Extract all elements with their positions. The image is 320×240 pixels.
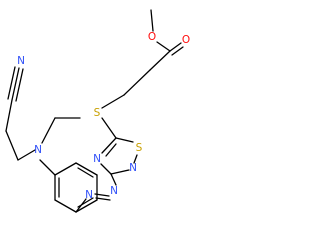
atom-o-carbonyl: O <box>182 34 190 46</box>
bond-methyl-o <box>150 9 154 32</box>
bond-ring-n-c3-double <box>105 143 117 157</box>
bond-chain-ch2-ch2 <box>5 130 19 161</box>
bond-ring-n-c5 <box>110 169 130 175</box>
atom-s-ring: S <box>136 142 143 154</box>
bond-o-carbonyl-c <box>156 41 171 52</box>
bond-c5-azo-n <box>110 173 117 186</box>
structure-diagram: O O S S N N N N N N <box>5 9 190 213</box>
bond-n-chain-ch2 <box>17 149 36 161</box>
bond-nitrile-c <box>15 68 24 102</box>
bond-n-ethyl-ch2 <box>41 117 56 144</box>
atom-o-ester: O <box>148 31 156 43</box>
bond-ring-c5-n <box>100 163 112 175</box>
bond-ch2-ch2 <box>123 69 151 96</box>
bond-benzene-inner-3 <box>77 197 94 208</box>
atom-n-ring-1: N <box>93 153 101 165</box>
atom-s-thioether: S <box>94 107 101 119</box>
atom-n-ring-2: N <box>129 162 137 174</box>
atom-labels: O O S S N N N N N N <box>17 31 190 201</box>
bond-benzene-4 <box>75 162 98 176</box>
bond-ch2-s <box>101 94 125 109</box>
bond-nitrile-b <box>7 66 16 100</box>
bond-chain-ch2-cn <box>5 99 13 132</box>
atom-n-azo-2: N <box>85 189 93 201</box>
bond-ring-s-n <box>133 154 138 164</box>
bonds <box>5 9 184 213</box>
atom-n-nitrile: N <box>17 55 25 67</box>
atom-n-amine: N <box>34 144 42 156</box>
bond-benzene-1 <box>54 199 77 213</box>
bond-azo-double-b <box>95 197 111 201</box>
bond-ring-c3-s <box>115 137 134 143</box>
bond-benzene-6 <box>75 199 98 213</box>
bond-c-o-double-a <box>169 42 182 52</box>
bond-benzene-inner-2 <box>77 167 94 178</box>
atom-n-azo-1: N <box>110 185 118 197</box>
bond-ring-n-c3 <box>101 137 117 154</box>
bond-carbonyl-ch2 <box>149 50 171 71</box>
bond-s-ring <box>101 117 117 139</box>
bond-benzene-3 <box>54 162 77 176</box>
bond-nitrile-a <box>11 67 20 101</box>
bond-c-o-double-b <box>171 46 184 56</box>
bond-aryl-n <box>39 159 56 176</box>
